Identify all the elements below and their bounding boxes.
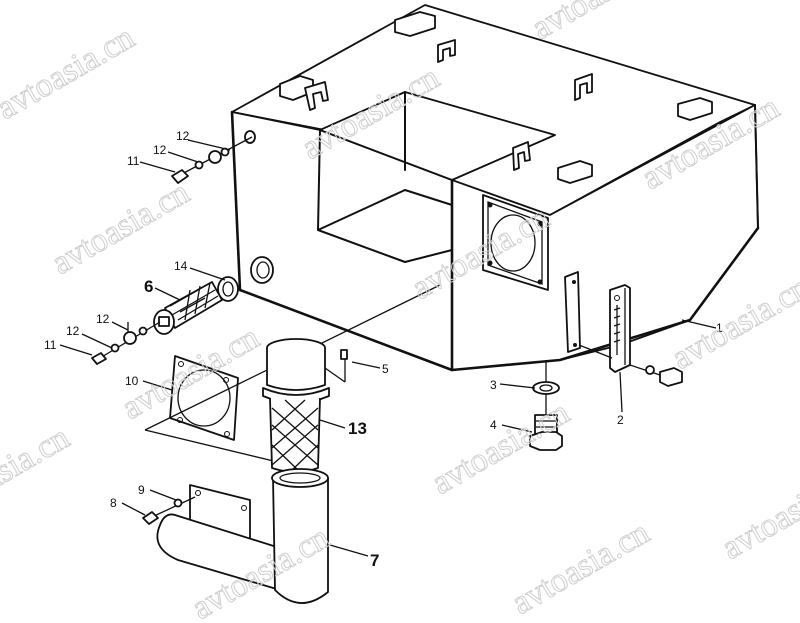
tank-recess-opening — [319, 91, 556, 181]
tank-port — [250, 256, 274, 284]
callout-2: 2 — [617, 413, 624, 427]
callout-1: 1 — [716, 321, 723, 335]
watermark: avtoasia.cn — [716, 459, 800, 567]
callout-3: 3 — [490, 378, 497, 392]
callout-12: 12 — [176, 129, 190, 143]
filler-breather — [262, 338, 348, 473]
callout-13: 13 — [348, 419, 367, 438]
watermark: avtoasia.cn — [0, 419, 76, 527]
callout-10: 10 — [125, 374, 139, 388]
fastener-set-upper — [171, 136, 253, 184]
callout-5: 5 — [382, 362, 389, 376]
callout-6: 6 — [144, 277, 153, 296]
callout-9: 9 — [138, 483, 145, 497]
watermark: avtoasia.cn — [526, 0, 676, 47]
callout-12: 12 — [66, 324, 80, 338]
callout-12: 12 — [96, 312, 110, 326]
leader-lines — [59, 139, 717, 557]
suction-pipe — [142, 468, 329, 604]
lifting-lug — [304, 39, 593, 171]
callout-11: 11 — [127, 154, 140, 168]
gauge-bracket — [564, 271, 581, 353]
level-gauge — [578, 284, 683, 387]
watermark: avtoasia.cn — [0, 19, 141, 127]
callout-11: 11 — [44, 338, 57, 352]
callout-14: 14 — [174, 259, 188, 273]
callout-8: 8 — [110, 496, 117, 510]
drain-washer — [532, 381, 560, 395]
callout-12: 12 — [153, 143, 167, 157]
callout-4: 4 — [490, 418, 497, 432]
drain-plug-assembly — [529, 360, 563, 451]
watermark: avtoasia.cn — [506, 514, 656, 622]
suction-strainer — [91, 276, 239, 365]
callout-labels: 12 12 11 14 6 12 12 11 10 5 13 9 8 7 1 2… — [44, 129, 723, 570]
mounting-pad — [279, 11, 713, 184]
callout-7: 7 — [370, 551, 379, 570]
o-ring — [217, 276, 239, 302]
hydraulic-tank — [230, 4, 760, 372]
